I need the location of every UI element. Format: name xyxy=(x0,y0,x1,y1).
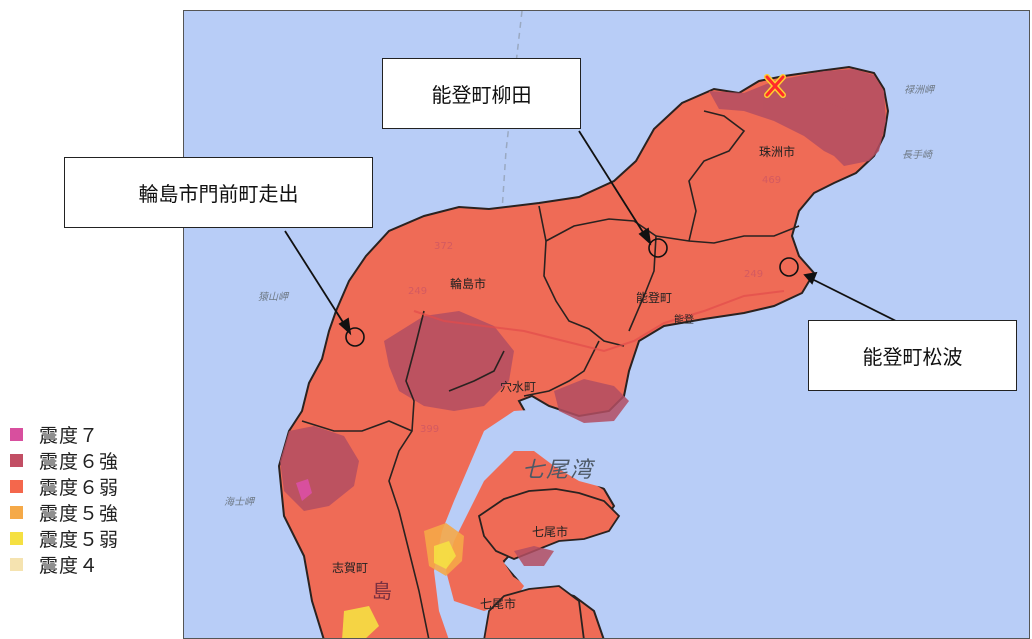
location-circle-monzen xyxy=(345,327,365,347)
legend-item: 震度６強 xyxy=(10,447,119,473)
national-route-249 xyxy=(413,290,785,353)
callout-yanagida: 能登町柳田 xyxy=(382,58,581,129)
label-cape-kaishi: 海士岬 xyxy=(224,496,256,508)
legend-label: 震度６弱 xyxy=(39,476,120,499)
legend-swatch xyxy=(10,427,23,441)
road-label-249a: 249 xyxy=(744,269,763,280)
notojima-island xyxy=(477,488,621,560)
legend-label: 震度４ xyxy=(39,554,100,577)
label-noto: 能登町 xyxy=(636,290,672,305)
municipal-boundaries xyxy=(301,110,800,638)
label-shika: 志賀町 xyxy=(332,561,368,575)
callout-monzen-text: 輪島市門前町走出 xyxy=(138,182,299,206)
intensity-6-upper-zones xyxy=(280,69,886,566)
legend-swatch xyxy=(10,505,23,519)
legend-item: 震度６弱 xyxy=(10,473,119,499)
nanao-bay-water xyxy=(434,409,629,638)
legend-swatch xyxy=(10,531,23,545)
label-anamizu: 穴水町 xyxy=(500,379,536,394)
legend-label: 震度７ xyxy=(39,424,100,447)
road-label-249b: 249 xyxy=(408,286,427,297)
legend-item: 震度５強 xyxy=(10,499,119,525)
label-shima: 島 xyxy=(372,579,392,603)
epicenter-marker xyxy=(764,74,786,98)
label-nanao-bay: 七尾湾 xyxy=(522,458,596,483)
label-wajima: 輪島市 xyxy=(450,276,486,291)
road-label-399: 399 xyxy=(420,424,439,435)
intensity-7-zone xyxy=(296,479,312,501)
legend-swatch xyxy=(10,479,23,493)
location-circle-matsunami xyxy=(779,257,799,277)
legend-item: 震度７ xyxy=(10,421,119,447)
legend-item: 震度４ xyxy=(10,551,119,577)
callout-yanagida-text: 能登町柳田 xyxy=(431,83,532,107)
seismic-intensity-map: 輪島市 能登町 穴水町 珠洲市 七尾市 七尾市 志賀町 七尾湾 猿山岬 禄洲岬 … xyxy=(183,10,1030,639)
legend-label: 震度５弱 xyxy=(39,528,120,551)
road-label-372: 372 xyxy=(434,241,453,252)
legend-swatch xyxy=(10,557,23,571)
map-canvas: 輪島市 能登町 穴水町 珠洲市 七尾市 七尾市 志賀町 七尾湾 猿山岬 禄洲岬 … xyxy=(184,11,1029,638)
maritime-boundary-line xyxy=(501,11,523,212)
intensity-legend: 震度７ 震度６強 震度６弱 震度５強 震度５弱 震度４ xyxy=(10,421,119,577)
south-peninsula-land xyxy=(483,585,585,638)
callout-monzen: 輪島市門前町走出 xyxy=(64,157,373,228)
legend-label: 震度６強 xyxy=(39,450,120,473)
label-cape-nagate: 長手崎 xyxy=(902,149,934,161)
label-cape-saruyama: 猿山岬 xyxy=(258,291,290,303)
label-nanao-2: 七尾市 xyxy=(480,596,516,611)
intensity-5-lower-zone xyxy=(434,541,456,569)
callout-matsunami: 能登町松波 xyxy=(808,320,1017,391)
label-cape-suzu: 禄洲岬 xyxy=(904,84,936,96)
label-suzu: 珠洲市 xyxy=(759,144,795,159)
road-label-469: 469 xyxy=(762,175,781,186)
label-nanao-1: 七尾市 xyxy=(532,524,568,539)
location-circle-yanagida xyxy=(648,238,668,258)
label-noto-small: 能登 xyxy=(674,313,694,326)
legend-label: 震度５強 xyxy=(39,502,120,525)
callout-matsunami-text: 能登町松波 xyxy=(862,345,963,369)
legend-swatch xyxy=(10,453,23,467)
callout-pointers xyxy=(284,130,901,336)
legend-item: 震度５弱 xyxy=(10,525,119,551)
intensity-5-lower-zone-south xyxy=(342,606,379,638)
